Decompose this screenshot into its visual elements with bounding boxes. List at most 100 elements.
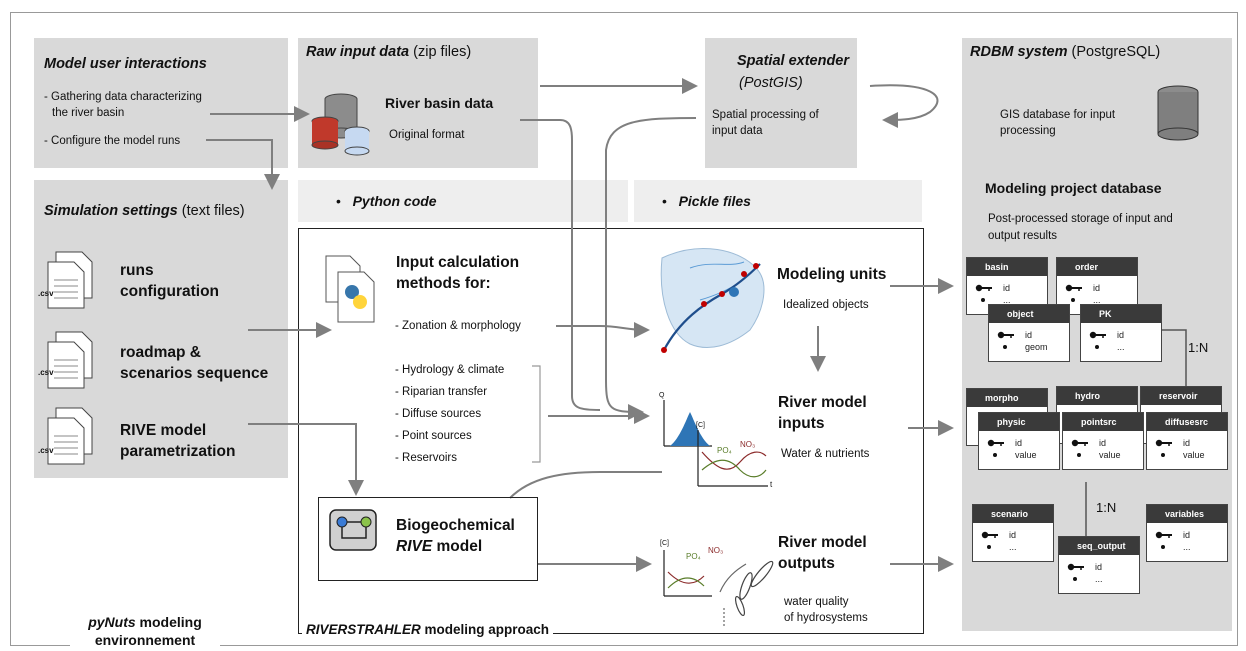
calc-item-2: - Riparian transfer [395,386,488,398]
db-table-row: ... [973,541,1053,553]
user-item-2: the river basin [52,107,125,119]
db-table-row: ... [1057,294,1137,306]
field-bullet-icon [1095,345,1099,349]
key-icon [1155,437,1173,449]
sim-file-1-line-2: configuration [120,283,220,300]
db-table-body: id... [1081,323,1161,361]
db-table-body: id... [1059,555,1139,593]
raw-title-main: Raw input data [306,44,410,60]
rive-line-1: Biogeochemical [396,517,515,534]
field-bullet-icon [993,453,997,457]
db-table-row: ... [1147,541,1227,553]
spatial-title: Spatial extender [737,53,850,69]
plot-no3b-label: NO₃ [708,546,724,555]
calc-title-1: Input calculation [396,254,520,271]
db-table-row: ... [1059,573,1139,585]
key-icon [981,529,999,541]
spatial-subtitle: (PostGIS) [739,75,803,91]
inputs-sub: Water & nutrients [781,448,870,460]
field-bullet-icon [1077,453,1081,457]
inputs-plot [663,400,768,487]
user-item-1: - Gathering data characterizing [44,91,202,103]
calc-item-1: - Hydrology & climate [395,364,505,376]
rdbm-title-suffix: (PostgreSQL) [1067,44,1161,60]
outputs-title-2: outputs [778,555,835,572]
db-table-body: id... [1057,276,1137,314]
db-table-header: seq_output [1059,537,1139,555]
pickle-band [634,180,922,222]
rive-icon [329,509,377,551]
river-network-drawing [660,248,765,353]
plot-q-label: Q [659,392,665,399]
db-field-name: value [1015,450,1037,460]
plot-c1-label: [C] [696,422,705,429]
project-db-desc-1: Post-processed storage of input and [988,213,1173,225]
inputs-title-2: inputs [778,415,825,432]
db-table-row: id [979,437,1059,449]
db-field-name: ... [1009,542,1017,552]
db-table-row: value [1063,449,1143,461]
csv-ext-3: .csv [38,446,54,455]
calc-item-3: - Diffuse sources [395,408,482,420]
outputs-sub-1: water quality [784,596,849,608]
env-line-1: pyNuts modeling [70,614,220,630]
rive-model-box [318,497,538,581]
pickle-label: Pickle files [678,193,751,209]
key-icon [997,329,1015,341]
key-icon [1065,282,1083,294]
plot-t-label: t [770,480,773,489]
spatial-desc-2: input data [712,125,763,137]
key-icon [1089,329,1107,341]
field-bullet-icon [1161,453,1165,457]
env-italic: pyNuts [88,614,136,630]
approach-rest: modeling approach [420,622,550,637]
env-line-2: environnement [94,632,196,648]
key-icon [975,282,993,294]
user-interactions-panel [34,38,288,168]
approach-italic: RIVERSTRAHLER [306,622,421,637]
inputs-title-1: River model [778,394,867,411]
field-bullet-icon [1161,545,1165,549]
db-table-body: id... [1147,523,1227,561]
db-table-header: diffusesrc [1147,413,1227,431]
sim-file-1-line-1: runs [120,262,154,279]
key-icon [1067,561,1085,573]
db-field-name: id [1183,438,1191,448]
db-table-header: order [1057,258,1137,276]
db-field-name: id [1015,438,1023,448]
sim-file-3-line-1: RIVE model [120,422,207,439]
raw-panel-title: Raw input data (zip files) [306,44,471,60]
raw-db-cylinders [311,93,370,156]
calc-item-5: - Reservoirs [395,452,457,464]
db-field-name: value [1099,450,1121,460]
python-file-icons [325,255,375,323]
env-rest: modeling [135,614,202,630]
python-label: Python code [352,193,437,209]
user-panel-title: Model user interactions [44,56,207,72]
db-field-name: ... [1095,574,1103,584]
db-field-name: id [1117,330,1125,340]
plot-no3-label: NO₃ [740,440,756,449]
csv-file-icon-2 [42,330,100,392]
db-table-row: id [989,329,1069,341]
python-band-label: • Python code [336,193,437,209]
db-table-row: id [1059,561,1139,573]
project-db-title: Modeling project database [985,180,1162,196]
gis-db-line-2: processing [1000,125,1056,137]
key-icon [987,437,1005,449]
db-table-row: id [967,282,1047,294]
env-label: pyNuts modeling environnement [70,614,220,648]
key-icon [1155,529,1173,541]
plot-po4-label: PO₄ [717,446,732,455]
db-table-header: basin [967,258,1047,276]
modeling-units-sub: Idealized objects [783,299,869,311]
